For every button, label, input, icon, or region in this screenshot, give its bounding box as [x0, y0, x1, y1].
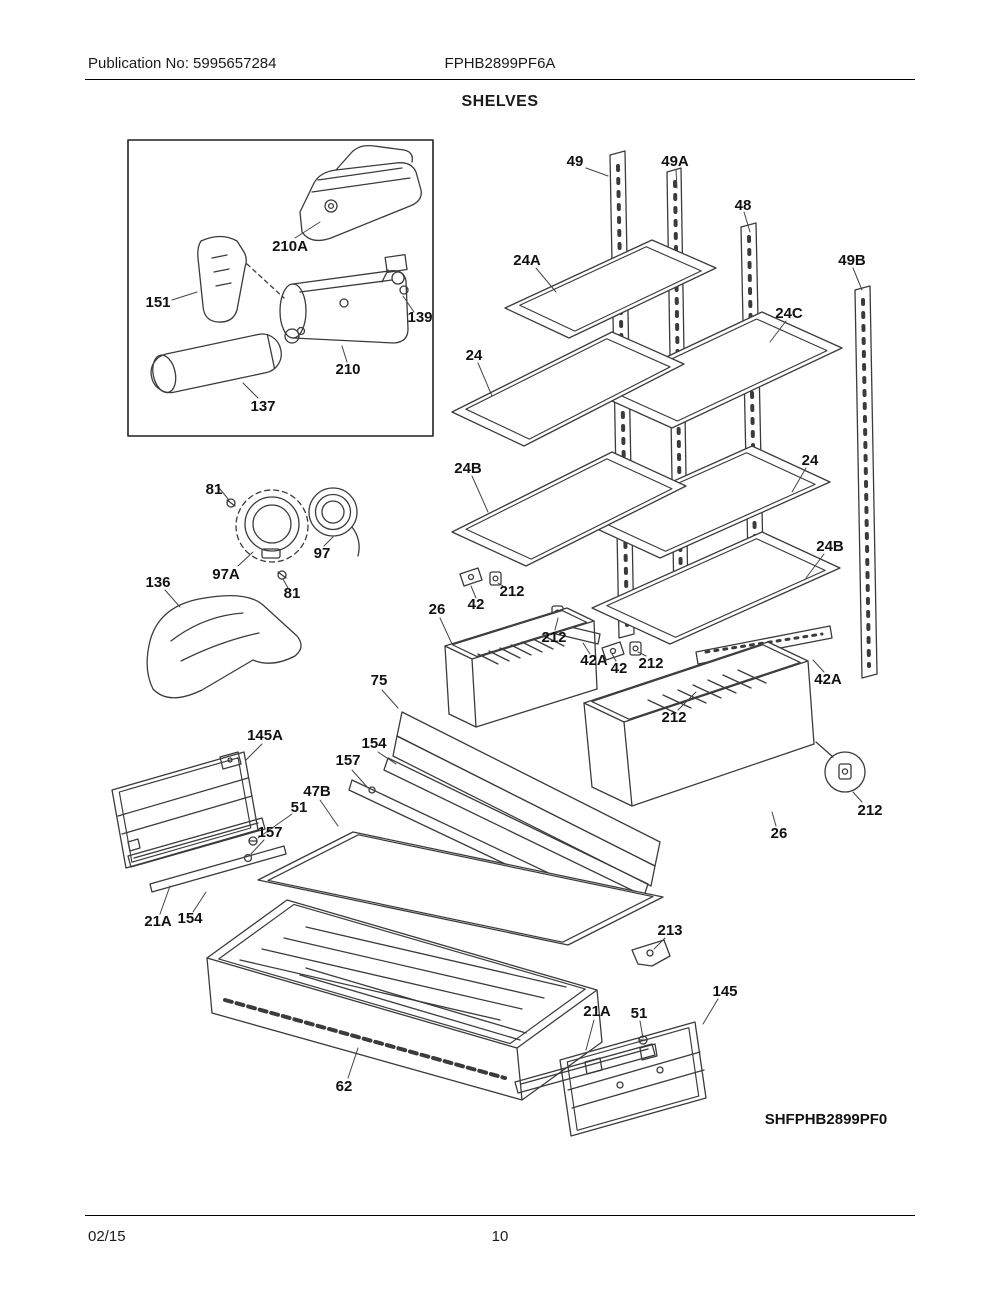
callout-47b: 47B [303, 783, 331, 800]
footer-page-number: 10 [491, 1228, 509, 1245]
callout-42a-left: 42A [580, 652, 608, 669]
screw-81-bottom-drawing [277, 570, 287, 580]
part-137-drawing [150, 326, 306, 394]
callout-212-4: 212 [661, 709, 686, 726]
callout-157-left: 157 [257, 824, 282, 841]
screw-81-top-drawing [226, 498, 236, 508]
bracket-42-left-drawing [459, 567, 483, 587]
bracket-42-right-drawing [601, 641, 625, 661]
callout-26-left: 26 [429, 601, 446, 618]
leader-lines [159, 167, 863, 1079]
callout-51-left: 51 [291, 799, 308, 816]
callout-24b-left: 24B [454, 460, 482, 477]
clip-213-drawing [631, 939, 671, 967]
glass-47b-drawing [257, 831, 664, 946]
model-number: FPHB2899PF6A [444, 55, 556, 72]
rail-21a-left-drawing [127, 817, 266, 868]
callout-24c: 24C [775, 305, 803, 322]
callout-145a: 145A [247, 727, 283, 744]
clip-212-1-drawing [489, 571, 502, 586]
callout-42-left: 42 [468, 596, 485, 613]
header-rule [85, 79, 915, 80]
callout-62: 62 [336, 1078, 353, 1095]
callout-97: 97 [314, 545, 331, 562]
callout-24a: 24A [513, 252, 541, 269]
callout-42a-right: 42A [814, 671, 842, 688]
callout-212-5: 212 [857, 802, 882, 819]
callout-51-bottom: 51 [631, 1005, 648, 1022]
drawer-26-left-slots [477, 635, 565, 665]
callout-154-top: 154 [361, 735, 387, 752]
drawer-26-right-drawing [583, 641, 815, 807]
callout-26-right: 26 [771, 825, 788, 842]
footer-date: 02/15 [88, 1228, 126, 1245]
page-title: SHELVES [461, 93, 539, 110]
part-210-drawing [279, 270, 409, 344]
callout-24-right: 24 [802, 452, 819, 469]
publication-number: Publication No: 5995657284 [88, 55, 277, 72]
callout-97a: 97A [212, 566, 240, 583]
callout-145: 145 [712, 983, 737, 1000]
callout-42-right: 42 [611, 660, 628, 677]
callout-24-left: 24 [466, 347, 483, 364]
callout-48: 48 [735, 197, 752, 214]
callout-139: 139 [407, 309, 432, 326]
diagram-code: SHFPHB2899PF0 [765, 1111, 888, 1128]
shelf-24b-right-drawing [591, 531, 841, 645]
panel-145a-drawing [111, 751, 259, 869]
callout-49b: 49B [838, 252, 866, 269]
callout-210a: 210A [272, 238, 308, 255]
callout-24b-right: 24B [816, 538, 844, 555]
clip-212-circled-drawing [815, 741, 866, 793]
screw-51-left-drawing [248, 836, 258, 846]
callout-212-1: 212 [499, 583, 524, 600]
callout-81-bottom: 81 [284, 585, 301, 602]
callout-212-3: 212 [638, 655, 663, 672]
filter-inset-box [127, 139, 434, 437]
panel-145-drawing [559, 1021, 707, 1137]
callout-154-left: 154 [177, 910, 203, 927]
callout-49: 49 [567, 153, 584, 170]
rail-21a-bottom-drawing [514, 1043, 656, 1094]
shelf-24-right-drawing [581, 445, 831, 559]
callout-212-2: 212 [541, 629, 566, 646]
clip-212-3-drawing [629, 641, 642, 656]
callout-151: 151 [145, 294, 170, 311]
callout-21a-bottom: 21A [583, 1003, 611, 1020]
pan-62-slots [239, 926, 567, 1021]
callout-157-top: 157 [335, 752, 360, 769]
part-210a-drawing [299, 144, 422, 242]
callout-49a: 49A [661, 153, 689, 170]
water-tube-coil-97-drawing [308, 487, 360, 557]
callout-137: 137 [250, 398, 275, 415]
cover-136-drawing [146, 595, 302, 699]
shelf-24c-drawing [591, 311, 843, 429]
shelf-24a-drawing [504, 239, 717, 339]
shelf-24b-left-drawing [451, 451, 687, 567]
drawer-26-left-drawing [444, 607, 598, 728]
pan-62-drawing [206, 899, 603, 1101]
cover-frame-75-drawing [392, 711, 661, 887]
trim-154-left-drawing [149, 845, 287, 893]
footer-rule [85, 1215, 915, 1216]
bracket-42a-right-drawing [695, 625, 833, 665]
shelf-24-left-drawing [451, 331, 685, 447]
callout-210: 210 [335, 361, 360, 378]
callout-21a-left: 21A [144, 913, 172, 930]
callout-136: 136 [145, 574, 170, 591]
part-139-drawing [381, 254, 409, 295]
callout-81-top: 81 [206, 481, 223, 498]
screw-157-left-drawing [243, 853, 253, 863]
part-151-drawing [197, 235, 247, 323]
callout-213: 213 [657, 922, 682, 939]
rail-49b-drawing [854, 285, 878, 679]
housing-97a-drawing [235, 489, 309, 563]
callout-75: 75 [371, 672, 388, 689]
callout-labels: 49 49A 48 49B 24A 24C 24 24B 24 24B 210A… [144, 153, 887, 1128]
